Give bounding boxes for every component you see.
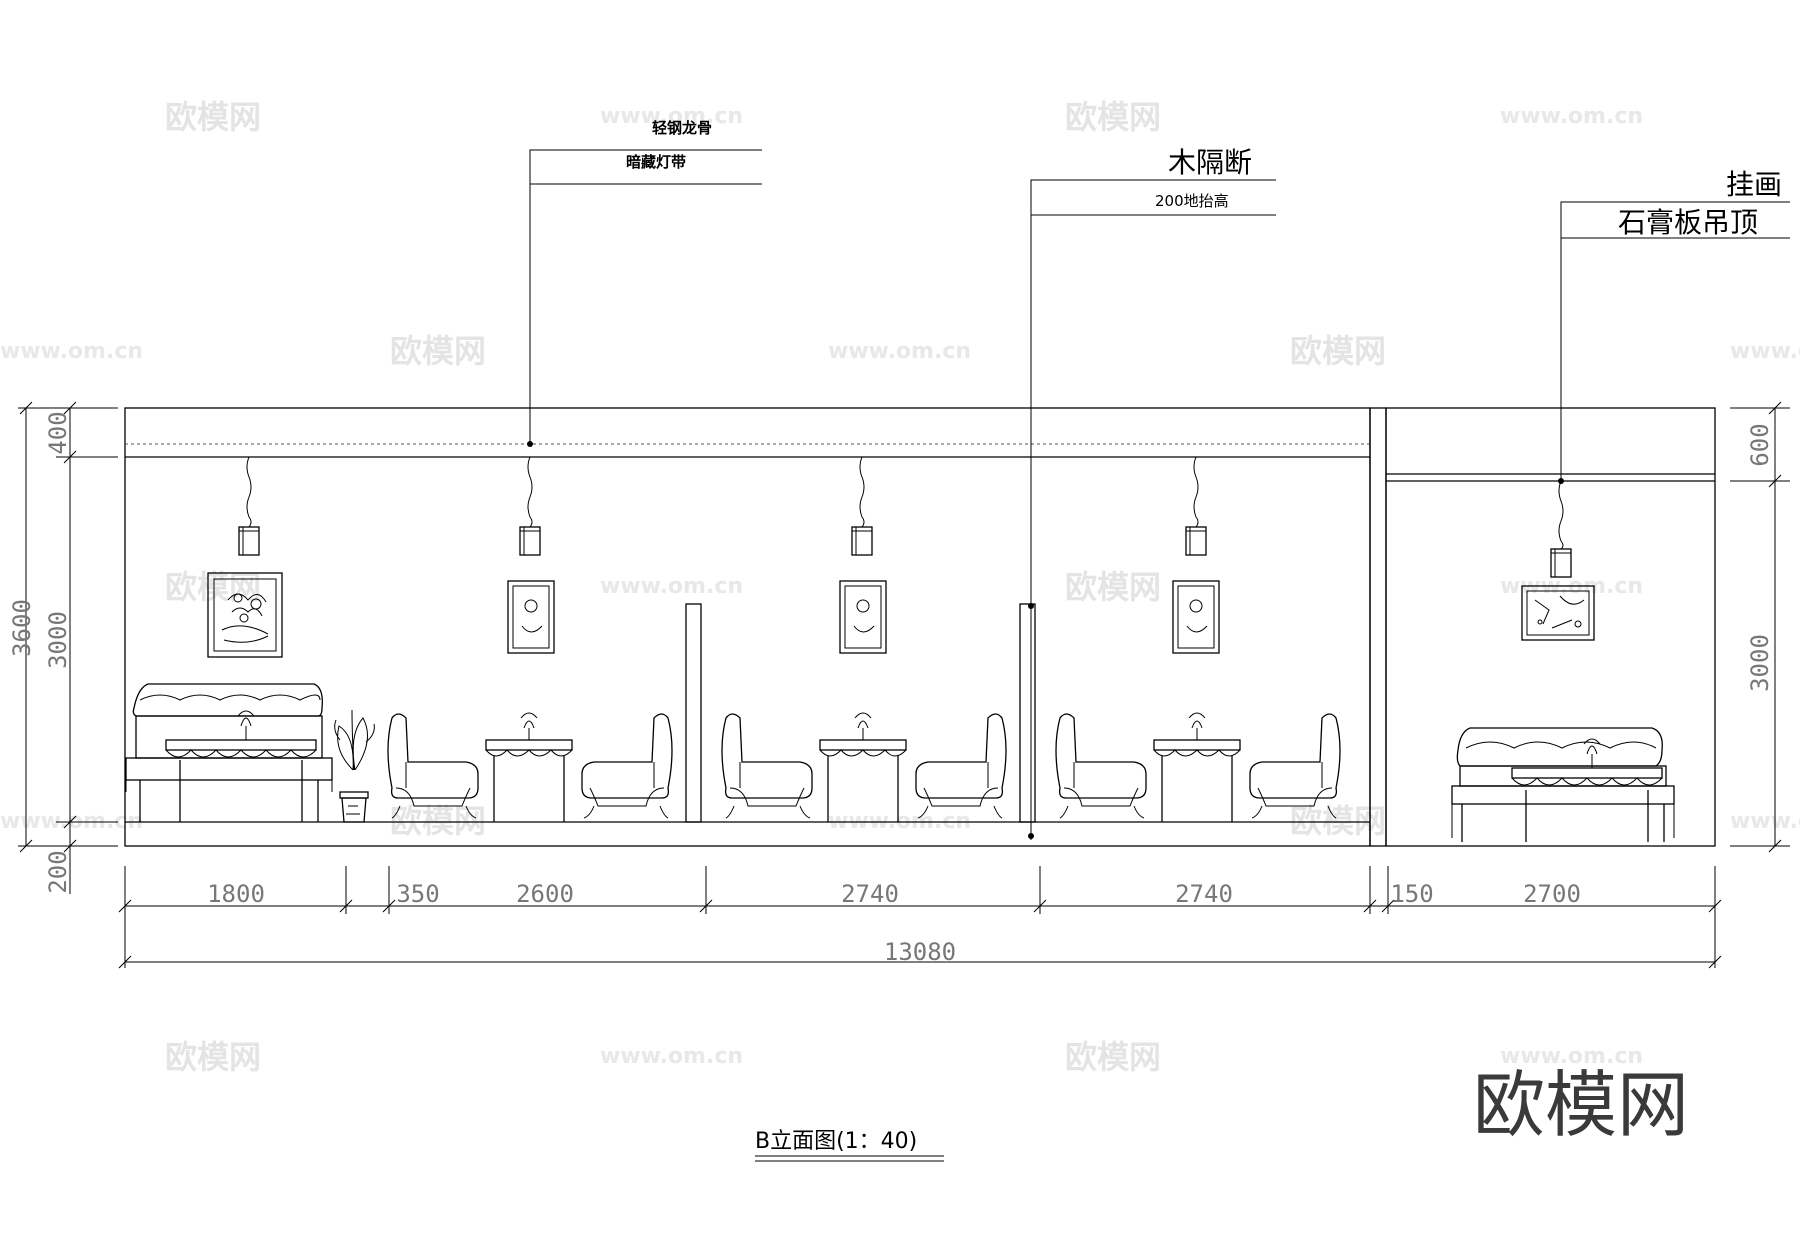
watermark-brand: 欧模网 <box>165 98 261 136</box>
watermark-brand: 欧模网 <box>1290 802 1386 840</box>
watermark-brand: 欧模网 <box>165 568 261 606</box>
dim-h-2: 350 <box>396 880 439 908</box>
armchair <box>1249 713 1341 819</box>
dining-table <box>485 712 573 822</box>
label-hanging-painting: 挂画 <box>1726 168 1782 201</box>
painting-abstract <box>1172 580 1220 654</box>
pendant-lamps <box>238 456 1572 578</box>
pendant-lamp <box>851 456 873 556</box>
watermark-brand: 欧模网 <box>390 332 486 370</box>
label-hidden-light-strip: 暗藏灯带 <box>626 153 686 171</box>
painting-modern <box>1521 585 1595 641</box>
armchair <box>721 713 813 819</box>
dim-h-7: 2700 <box>1523 880 1581 908</box>
watermark-url: www.om.cn <box>1730 339 1800 364</box>
watermark-url: www.om.cn <box>828 339 971 364</box>
painting-abstract <box>839 580 887 654</box>
pendant-lamp <box>238 456 260 556</box>
watermark-url: www.om.cn <box>600 574 743 599</box>
drawing-title-block: B立面图(1：40) <box>755 1129 944 1162</box>
corner-logo: 欧模网 <box>1473 1063 1689 1147</box>
armchair <box>387 713 479 819</box>
dim-right-ceiling: 600 <box>1746 423 1774 466</box>
dim-right-wall: 3000 <box>1746 634 1774 692</box>
watermark-brand: 欧模网 <box>390 802 486 840</box>
annotations: 轻钢龙骨 暗藏灯带 木隔断 200地抬高 挂画 石膏板吊顶 <box>527 119 1790 840</box>
potted-plant <box>334 709 375 823</box>
watermark-brand: 欧模网 <box>1065 98 1161 136</box>
dim-h-1: 1800 <box>207 880 265 908</box>
painting-abstract <box>507 580 555 654</box>
dim-wall-height: 3000 <box>44 611 72 669</box>
table-with-cloth <box>165 710 317 822</box>
dining-set <box>721 712 1007 822</box>
label-gypsum-ceiling: 石膏板吊顶 <box>1618 206 1758 239</box>
watermark-brand: 欧模网 <box>1065 568 1161 606</box>
watermark-url: www.om.cn <box>1730 809 1800 834</box>
dim-h-5: 2740 <box>1175 880 1233 908</box>
watermark-url: www.om.cn <box>600 104 743 129</box>
label-wood-partition: 木隔断 <box>1168 146 1252 179</box>
dining-set <box>1055 712 1341 822</box>
dining-table <box>1153 712 1241 822</box>
sofa-right <box>1451 727 1675 842</box>
drawing-title: B立面图(1：40) <box>755 1129 917 1154</box>
dining-set <box>387 712 673 822</box>
dividing-wall <box>1369 407 1387 847</box>
wood-partition <box>685 603 702 823</box>
wood-partition <box>1019 603 1036 823</box>
dim-ceiling-height: 400 <box>44 411 72 454</box>
watermark-url: www.om.cn <box>0 339 143 364</box>
dim-overall: 13080 <box>884 938 956 966</box>
pendant-lamp <box>1185 456 1207 556</box>
watermark-brand: 欧模网 <box>1290 332 1386 370</box>
watermark-url: www.om.cn <box>600 1044 743 1069</box>
dim-h-3: 2600 <box>516 880 574 908</box>
dimension-lines: 3600 400 3000 200 600 3000 1800 350 2600… <box>8 401 1790 969</box>
pendant-lamp <box>519 456 541 556</box>
sofa <box>125 683 333 822</box>
wall-paintings <box>207 572 1595 658</box>
building-outline <box>124 407 1716 847</box>
callout-gypsum-ceiling: 挂画 石膏板吊顶 <box>1558 168 1790 484</box>
pendant-lamp <box>1550 480 1572 578</box>
callout-wood-partition: 木隔断 200地抬高 <box>1028 146 1276 840</box>
watermark-brand: 欧模网 <box>1065 1038 1161 1076</box>
watermark-brand: 欧模网 <box>165 1038 261 1076</box>
watermark-layer: 欧模网 www.om.cn 欧模网 www.om.cn www.om.cn 欧模… <box>0 98 1800 1076</box>
label-floor-raise: 200地抬高 <box>1155 192 1229 210</box>
dining-table <box>819 712 907 822</box>
armchair <box>581 713 673 819</box>
armchair <box>915 713 1007 819</box>
dim-h-4: 2740 <box>841 880 899 908</box>
dining-sets <box>387 712 1341 822</box>
armchair <box>1055 713 1147 819</box>
label-light-steel-keel: 轻钢龙骨 <box>652 119 712 137</box>
callout-ceiling-keel: 轻钢龙骨 暗藏灯带 <box>527 119 762 447</box>
watermark-url: www.om.cn <box>1500 104 1643 129</box>
dim-total-height: 3600 <box>8 599 36 657</box>
painting-flowers <box>207 572 283 658</box>
furniture <box>125 683 1675 842</box>
dim-h-6: 150 <box>1390 880 1433 908</box>
dim-base-height: 200 <box>44 850 72 893</box>
watermark-url: www.om.cn <box>1500 1044 1643 1069</box>
right-room-outline <box>1385 407 1716 847</box>
